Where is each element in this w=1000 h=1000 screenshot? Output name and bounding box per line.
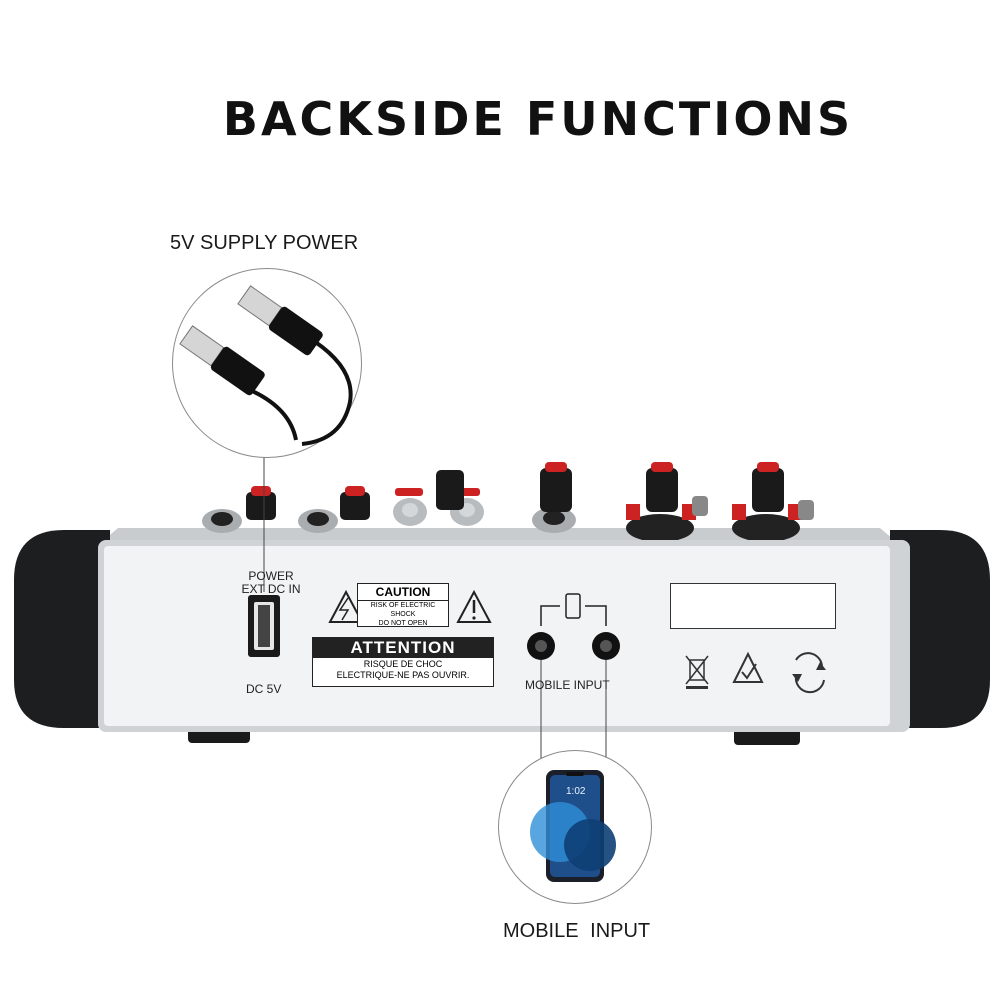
knob-4 (540, 462, 572, 512)
right-endcap (890, 530, 990, 728)
knob-1 (246, 486, 276, 520)
mobile-input-panel-label: MOBILE INPUT (525, 678, 610, 692)
knob-grey-1 (692, 496, 708, 516)
jack-1 (202, 509, 242, 533)
phone-time-text: 1:02 (566, 786, 586, 797)
caution-title: CAUTION (358, 584, 448, 601)
warning-triangle-icon (328, 589, 492, 623)
small-phone-icon (565, 593, 581, 619)
knob-5 (646, 462, 678, 512)
mobile-jack-right (592, 632, 620, 660)
attention-line2: ELECTRIQUE-NE PAS OUVRIR. (336, 670, 470, 680)
power-ext-dc-label: POWER EXT DC IN (226, 570, 316, 596)
weee-bin-icon (685, 655, 709, 689)
knob-6 (752, 462, 784, 512)
left-endcap (14, 530, 110, 728)
attention-text: RISQUE DE CHOC ELECTRIQUE-NE PAS OUVRIR. (313, 659, 493, 681)
usb-callout-circle (172, 268, 362, 458)
rca-1 (393, 488, 427, 526)
panel-face (104, 546, 890, 726)
caution-sticker: CAUTION RISK OF ELECTRIC SHOCK DO NOT OP… (357, 583, 449, 627)
power-label-line2: EXT DC IN (241, 582, 301, 596)
jack-3 (532, 507, 576, 533)
mobile-input-bracket (540, 605, 560, 626)
attention-line1: RISQUE DE CHOC (363, 659, 443, 669)
phone-callout-circle (498, 750, 652, 904)
usb-port (248, 595, 280, 657)
mobile-input-callout-label: MOBILE INPUT (503, 920, 651, 942)
power-label-line1: POWER (248, 569, 294, 583)
recycle-icon (792, 652, 826, 694)
knob-3 (436, 470, 464, 510)
knob-2 (340, 486, 370, 520)
knob-row (202, 462, 814, 542)
rcm-mark-icon (732, 651, 764, 683)
caution-text: RISK OF ELECTRIC SHOCK DO NOT OPEN (358, 601, 448, 628)
jack-2 (298, 509, 338, 533)
caution-line1: RISK OF ELECTRIC SHOCK (370, 602, 436, 618)
attention-sticker: ATTENTION RISQUE DE CHOC ELECTRIQUE-NE P… (312, 637, 494, 687)
page-title: BACKSIDE FUNCTIONS (222, 92, 854, 146)
supply-power-label: 5V SUPPLY POWER (170, 232, 359, 254)
knob-grey-2 (798, 500, 814, 520)
xlr-2 (732, 504, 802, 542)
dc-5v-label: DC 5V (246, 682, 282, 696)
caution-line2: DO NOT OPEN (378, 620, 428, 627)
blank-label-plate (670, 583, 836, 629)
mobile-jack-left (527, 632, 555, 660)
attention-title: ATTENTION (313, 638, 493, 658)
